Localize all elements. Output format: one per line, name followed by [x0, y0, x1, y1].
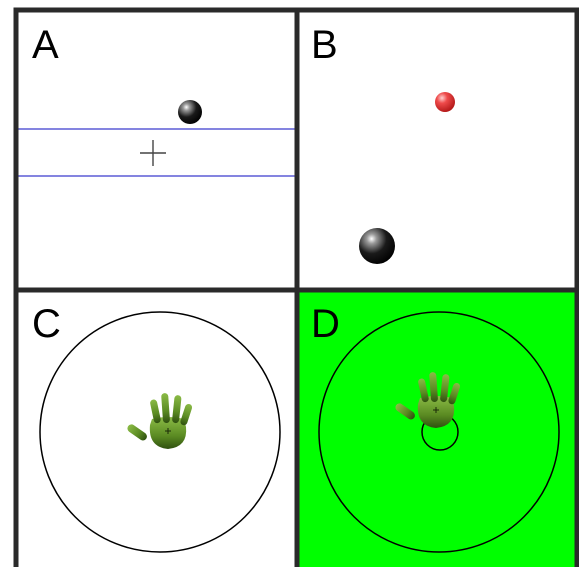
panel-a: A	[18, 12, 297, 290]
panel-d-label: D	[311, 302, 340, 346]
reach-ring	[318, 311, 560, 553]
panel-d-background	[297, 290, 575, 567]
black-sphere-icon	[178, 100, 202, 124]
panel-b-background	[297, 12, 575, 290]
panel-c-label: C	[32, 302, 61, 346]
crosshair-icon	[140, 140, 166, 166]
panel-a-label: A	[32, 23, 59, 67]
panel-b: B	[297, 12, 575, 290]
panel-c: C	[18, 290, 297, 567]
black-sphere-icon	[359, 228, 395, 264]
panel-a-background	[18, 12, 297, 290]
red-dot-icon	[435, 92, 455, 112]
panel-grid	[13, 7, 579, 567]
reach-ring	[39, 311, 281, 553]
panel-b-label: B	[311, 23, 338, 67]
panel-d: D	[297, 290, 575, 567]
